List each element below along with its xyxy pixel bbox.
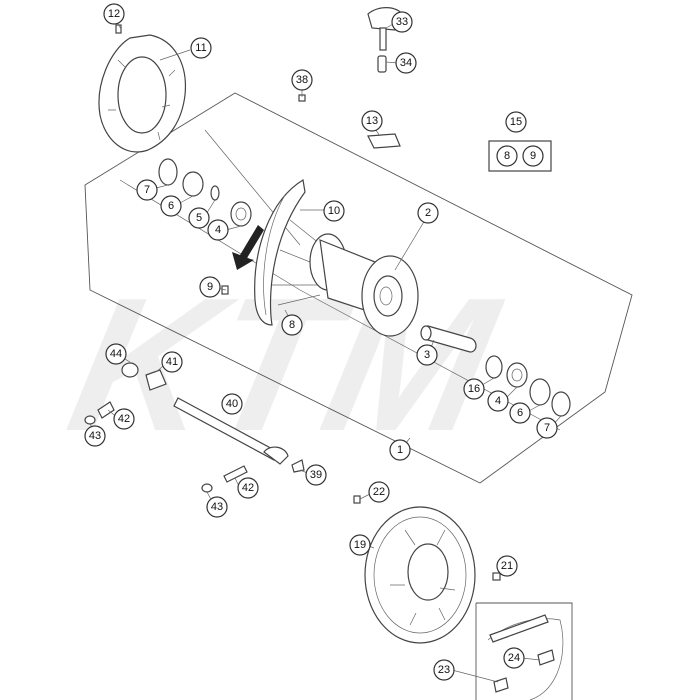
rear-sprocket — [364, 506, 476, 644]
callout-19: 19 — [349, 534, 371, 556]
svg-text:23: 23 — [438, 664, 450, 676]
callout-6: 6 — [509, 402, 531, 424]
callout-12: 12 — [103, 3, 125, 25]
callout-13: 13 — [361, 110, 383, 132]
axle-assembly — [84, 362, 305, 493]
callout-34: 34 — [395, 52, 417, 74]
svg-text:11: 11 — [195, 42, 206, 54]
svg-text:2: 2 — [425, 207, 431, 219]
svg-text:4: 4 — [495, 395, 501, 407]
brake-disc — [98, 34, 187, 153]
svg-text:6: 6 — [517, 407, 523, 419]
distance-sleeve — [420, 325, 477, 353]
svg-text:38: 38 — [296, 74, 308, 86]
callout-3: 3 — [416, 344, 438, 366]
svg-text:19: 19 — [354, 539, 366, 551]
callout-5: 5 — [188, 207, 210, 229]
callout-22: 22 — [368, 481, 390, 503]
svg-text:8: 8 — [504, 150, 510, 162]
callout-38: 38 — [291, 69, 313, 91]
svg-text:15: 15 — [510, 116, 522, 128]
callout-43: 43 — [84, 425, 106, 447]
callout-11: 11 — [190, 37, 212, 59]
callout-39: 39 — [305, 464, 327, 486]
callout-10: 10 — [323, 200, 345, 222]
svg-text:33: 33 — [396, 16, 408, 28]
callout-2: 2 — [417, 202, 439, 224]
sprocket-nut — [492, 572, 501, 581]
callout-42: 42 — [237, 477, 259, 499]
svg-text:7: 7 — [544, 422, 550, 434]
callout-8: 8 — [281, 314, 303, 336]
svg-text:8: 8 — [289, 319, 295, 331]
svg-text:13: 13 — [366, 115, 378, 127]
callout-23: 23 — [433, 659, 455, 681]
svg-text:12: 12 — [108, 8, 120, 20]
svg-text:4: 4 — [215, 224, 221, 236]
callout-16: 16 — [463, 378, 485, 400]
svg-text:9: 9 — [530, 150, 536, 162]
svg-text:6: 6 — [168, 200, 174, 212]
svg-text:22: 22 — [373, 486, 385, 498]
svg-text:3: 3 — [424, 349, 430, 361]
callout-44: 44 — [105, 343, 127, 365]
callout-15: 15 — [505, 111, 527, 133]
callout-43: 43 — [206, 496, 228, 518]
disc-bolt — [115, 24, 122, 34]
svg-text:7: 7 — [144, 184, 150, 196]
callout-40: 40 — [221, 393, 243, 415]
svg-text:16: 16 — [468, 383, 480, 395]
svg-text:39: 39 — [310, 469, 322, 481]
callout-24: 24 — [503, 647, 525, 669]
svg-text:10: 10 — [328, 205, 340, 217]
right-bearing-stack — [485, 355, 571, 417]
svg-text:44: 44 — [110, 348, 122, 360]
callout-42: 42 — [113, 408, 135, 430]
callout-41: 41 — [161, 351, 183, 373]
wheel-hub — [309, 233, 419, 337]
svg-text:43: 43 — [211, 501, 223, 513]
svg-text:21: 21 — [501, 560, 513, 572]
callout-33: 33 — [391, 11, 413, 33]
svg-text:1: 1 — [397, 444, 403, 456]
chain-kit-box — [475, 602, 573, 700]
svg-text:42: 42 — [242, 482, 254, 494]
callout-4: 4 — [487, 390, 509, 412]
rotation-arrow-icon — [232, 225, 264, 270]
left-bearing-stack — [158, 158, 252, 227]
callout-1: 1 — [389, 439, 411, 461]
wheel-assembly-frame — [84, 92, 633, 484]
rear-rim — [254, 179, 341, 326]
callout-7: 7 — [536, 417, 558, 439]
callout-4: 4 — [207, 219, 229, 241]
callout-21: 21 — [496, 555, 518, 577]
svg-text:41: 41 — [166, 356, 178, 368]
callout-9: 9 — [199, 276, 221, 298]
callout-15-9: 9 — [522, 145, 544, 167]
rim-tape — [367, 133, 401, 149]
sprocket-screw — [353, 495, 361, 504]
svg-text:5: 5 — [196, 212, 202, 224]
callout-15-8: 8 — [496, 145, 518, 167]
callout-6: 6 — [160, 195, 182, 217]
svg-text:9: 9 — [207, 281, 213, 293]
watermark-logo: KTM — [54, 258, 515, 471]
svg-text:43: 43 — [89, 430, 101, 442]
callout-7: 7 — [136, 179, 158, 201]
svg-text:40: 40 — [226, 398, 238, 410]
svg-text:34: 34 — [400, 57, 412, 69]
svg-text:24: 24 — [508, 652, 520, 664]
svg-text:42: 42 — [118, 413, 130, 425]
